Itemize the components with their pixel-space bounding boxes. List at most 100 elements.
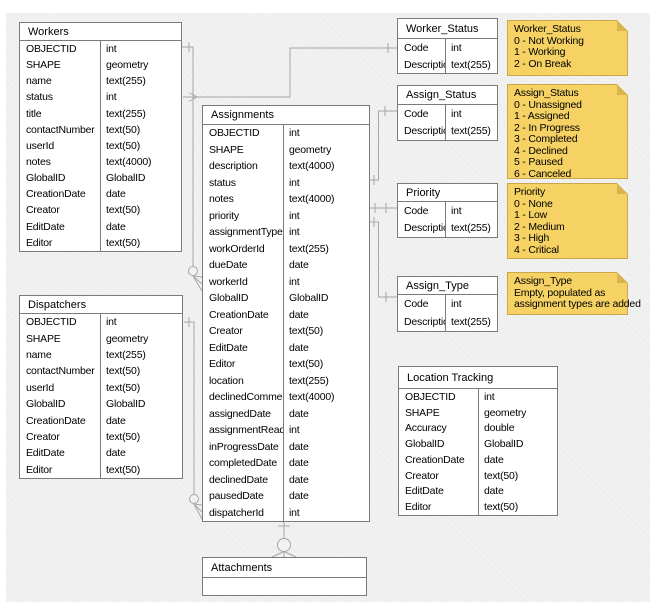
table-assign-type[interactable]: Assign_Type CodeintDescriptiontext(255) [397, 276, 498, 332]
note-title: Assign_Status [514, 87, 579, 99]
note-line: 6 - Canceled [514, 167, 572, 180]
edge-assign-type-assignments[interactable] [370, 217, 397, 302]
field-name: OBJECTID [20, 314, 101, 331]
table-title: Location Tracking [399, 367, 557, 389]
table-attachments[interactable]: Attachments [202, 557, 367, 596]
field-type: GlobalID [289, 292, 329, 305]
table-priority[interactable]: Priority CodeintDescriptiontext(255) [397, 183, 498, 238]
edge-priority-assignments[interactable] [370, 203, 397, 213]
field-type: geometry [106, 59, 149, 72]
table-title: Assignments [203, 106, 369, 125]
field-type: date [289, 341, 309, 354]
note-line: 5 - Paused [514, 156, 563, 168]
field-type: date [106, 220, 126, 233]
field-type: text(4000) [289, 160, 335, 173]
field-type: date [106, 414, 126, 427]
field-type: geometry [106, 332, 149, 345]
table-rows: CodeintDescriptiontext(255) [398, 295, 497, 331]
field-type: text(50) [106, 381, 140, 394]
table-rows: CodeintDescriptiontext(255) [398, 202, 497, 237]
table-worker-status[interactable]: Worker_Status CodeintDescriptiontext(255… [397, 18, 498, 74]
field-type: text(50) [106, 123, 140, 136]
field-name: Code [398, 202, 446, 220]
field-name: declinedDate [203, 471, 284, 488]
field-name: GlobalID [20, 395, 101, 413]
table-rows: CodeintDescriptiontext(255) [398, 39, 497, 73]
field-name: OBJECTID [203, 125, 284, 142]
field-type: int [289, 506, 300, 519]
note-title: Assign_Type [514, 275, 572, 287]
table-title: Attachments [203, 558, 366, 578]
field-type: int [451, 41, 462, 54]
field-name: workerId [203, 273, 284, 290]
field-name: CreationDate [203, 306, 284, 323]
table-assign-status[interactable]: Assign_Status CodeintDescriptiontext(255… [397, 85, 498, 141]
field-name: Description [398, 122, 446, 140]
field-name: Editor [20, 461, 101, 478]
field-name [203, 578, 284, 595]
field-name: SHAPE [399, 404, 479, 421]
field-name: location [203, 372, 284, 389]
field-type: geometry [484, 406, 527, 419]
edge-worker-status-workers[interactable] [183, 43, 397, 102]
field-name: SHAPE [203, 141, 284, 158]
field-type: date [484, 485, 504, 498]
field-row [203, 578, 366, 595]
field-name: GlobalID [20, 170, 101, 187]
field-type: int [106, 91, 117, 104]
field-type: date [289, 259, 309, 272]
note-title: Priority [514, 186, 546, 198]
field-type: int [289, 424, 300, 437]
field-type: text(255) [289, 374, 329, 387]
note-line: 0 - None [514, 197, 553, 210]
note-line: 0 - Not Working [514, 34, 584, 47]
field-type: text(255) [451, 125, 491, 138]
edge-workers-assignments[interactable] [182, 42, 203, 292]
field-type: date [289, 490, 309, 503]
edge-dispatchers-assignments[interactable] [184, 317, 203, 520]
field-type: text(4000) [289, 193, 335, 206]
note-line: 0 - Unassigned [514, 98, 582, 111]
edge-assign-status-assignments[interactable] [370, 106, 397, 185]
field-name: assignedDate [203, 405, 284, 422]
field-type: text(255) [289, 242, 329, 255]
note-line: 3 - Completed [514, 133, 578, 145]
note-line: 1 - Low [514, 209, 548, 221]
field-name: CreationDate [20, 412, 101, 429]
field-name: description [203, 158, 284, 175]
field-type: int [289, 275, 300, 288]
field-type: date [289, 473, 309, 486]
edge-assignments-attachments[interactable] [271, 520, 297, 558]
field-type: text(50) [289, 358, 323, 371]
field-type: date [106, 188, 126, 201]
